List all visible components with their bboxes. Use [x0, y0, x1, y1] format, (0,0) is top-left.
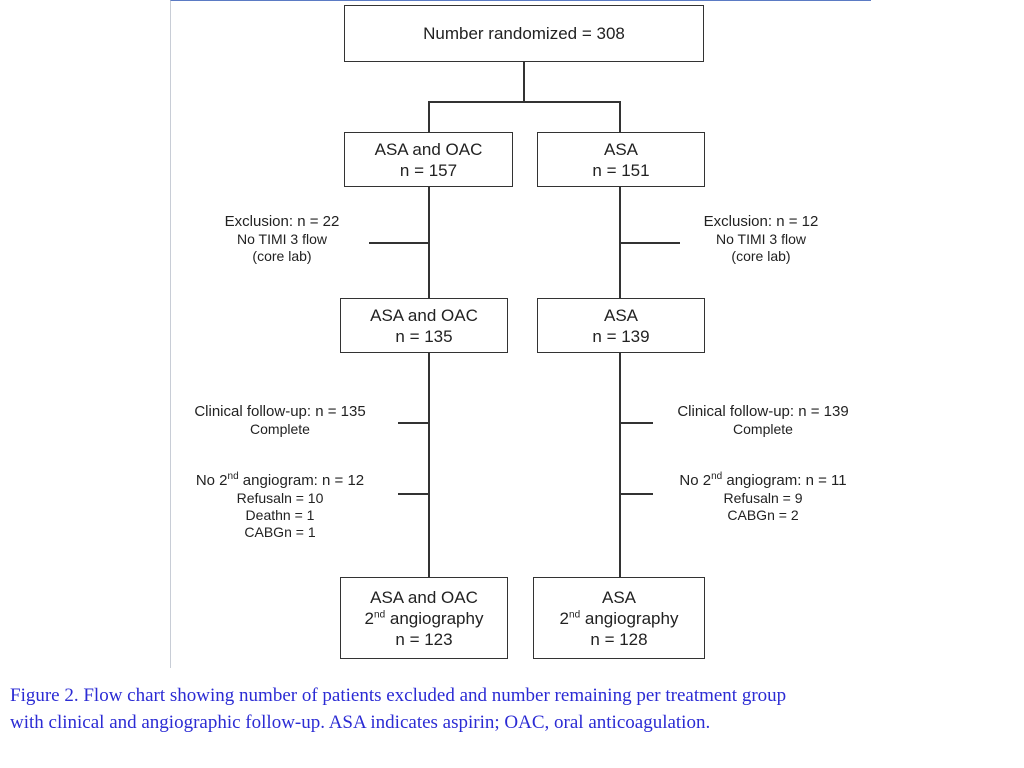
- right-stage1-count: n = 151: [592, 160, 650, 180]
- connector-left-followup-tick: [398, 422, 429, 424]
- right-followup-title: Clinical follow-up: n = 139: [677, 403, 849, 420]
- figure-caption: Figure 2. Flow chart showing number of p…: [10, 682, 1010, 736]
- connector-left-noangio-tick: [398, 493, 429, 495]
- connector-left-trunk-1: [428, 187, 430, 298]
- left-exclusion-note: Exclusion: n = 22 No TIMI 3 flow (core l…: [196, 213, 368, 265]
- left-followup-status: Complete: [250, 421, 310, 437]
- left-followup-note: Clinical follow-up: n = 135 Complete: [172, 403, 388, 438]
- left-stage2-group: ASA and OAC: [370, 305, 478, 325]
- right-noangio-title-pre: No 2: [679, 472, 712, 489]
- left-stage2-count: n = 135: [395, 326, 453, 346]
- randomized-box: Number randomized = 308: [344, 5, 704, 62]
- right-noangio-title-post: angiogram: n = 11: [722, 472, 847, 489]
- connector-right-drop: [619, 101, 621, 132]
- randomized-label: Number randomized = 308: [423, 24, 625, 43]
- right-final-group: ASA: [601, 587, 637, 607]
- reason-value: n = 9: [770, 490, 803, 506]
- right-noangio-title: No 2nd angiogram: n = 11: [654, 472, 872, 490]
- connector-right-noangio-tick: [620, 493, 653, 495]
- reason-value: n = 2: [767, 507, 799, 523]
- figure-caption-line-2: with clinical and angiographic follow-up…: [10, 712, 711, 733]
- left-final-ordinal: 2: [364, 608, 375, 628]
- connector-right-followup-tick: [620, 422, 653, 424]
- reason-label: Refusal: [236, 490, 285, 506]
- left-exclusion-source: (core lab): [252, 248, 312, 264]
- left-noangio-reason: CABGn = 1: [172, 524, 388, 541]
- right-stage2-group: ASA: [603, 305, 639, 325]
- reason-label: Death: [245, 507, 283, 523]
- connector-left-drop: [428, 101, 430, 132]
- reason-label: CABG: [727, 507, 768, 523]
- left-final-ordinal-suffix: nd: [374, 608, 386, 620]
- right-noangio-note: No 2nd angiogram: n = 11 Refusaln = 9 CA…: [654, 472, 872, 524]
- connector-left-exclusion-tick: [369, 242, 429, 244]
- right-exclusion-reason: No TIMI 3 flow: [716, 231, 806, 247]
- right-followup-status: Complete: [733, 421, 793, 437]
- left-noangio-title-sup: nd: [227, 471, 239, 482]
- right-noangio-title-sup: nd: [711, 471, 723, 482]
- left-noangio-title-post: angiogram: n = 12: [238, 472, 365, 489]
- right-final-ordinal: 2: [559, 608, 570, 628]
- right-stage2-box: ASA n = 139: [537, 298, 705, 353]
- right-final-angiography-word: angiography: [580, 608, 679, 628]
- left-noangio-title: No 2nd angiogram: n = 12: [172, 472, 388, 490]
- connector-right-exclusion-tick: [620, 242, 680, 244]
- connector-left-trunk-2: [428, 353, 430, 577]
- left-final-angiography: 2nd angiography: [365, 608, 484, 629]
- reason-value: n = 10: [284, 490, 324, 506]
- connector-right-trunk-2: [619, 353, 621, 577]
- right-final-count: n = 128: [590, 629, 648, 649]
- reason-label: Refusal: [723, 490, 771, 506]
- right-stage2-count: n = 139: [592, 326, 650, 346]
- left-stage1-box: ASA and OAC n = 157: [344, 132, 513, 187]
- left-final-box: ASA and OAC 2nd angiography n = 123: [340, 577, 508, 659]
- left-stage2-box: ASA and OAC n = 135: [340, 298, 508, 353]
- flowchart-panel: [170, 0, 871, 668]
- right-stage1-group: ASA: [603, 139, 639, 159]
- right-final-angiography: 2nd angiography: [560, 608, 679, 629]
- left-exclusion-title: Exclusion: n = 22: [224, 213, 340, 230]
- figure-caption-line-1: Figure 2. Flow chart showing number of p…: [10, 685, 787, 706]
- reason-label: CABG: [244, 524, 285, 540]
- right-exclusion-title: Exclusion: n = 12: [703, 213, 819, 230]
- right-stage1-box: ASA n = 151: [537, 132, 705, 187]
- left-final-group: ASA and OAC: [370, 587, 478, 607]
- left-noangio-reason: Deathn = 1: [172, 507, 388, 524]
- left-stage1-group: ASA and OAC: [374, 139, 483, 159]
- right-noangio-reason: Refusaln = 9: [654, 490, 872, 507]
- left-exclusion-reason: No TIMI 3 flow: [237, 231, 327, 247]
- left-noangio-reason: Refusaln = 10: [172, 490, 388, 507]
- right-exclusion-note: Exclusion: n = 12 No TIMI 3 flow (core l…: [680, 213, 842, 265]
- left-noangio-title-pre: No 2: [195, 472, 228, 489]
- connector-split-horizontal: [428, 101, 621, 103]
- right-exclusion-source: (core lab): [731, 248, 791, 264]
- left-final-angiography-word: angiography: [385, 608, 484, 628]
- right-final-ordinal-suffix: nd: [569, 608, 581, 620]
- left-noangio-note: No 2nd angiogram: n = 12 Refusaln = 10 D…: [172, 472, 388, 541]
- connector-top-vertical: [523, 62, 525, 102]
- left-followup-title: Clinical follow-up: n = 135: [194, 403, 366, 420]
- left-stage1-count: n = 157: [399, 160, 458, 180]
- right-noangio-reason: CABGn = 2: [654, 507, 872, 524]
- reason-value: n = 1: [284, 524, 316, 540]
- right-final-box: ASA 2nd angiography n = 128: [533, 577, 705, 659]
- right-followup-note: Clinical follow-up: n = 139 Complete: [654, 403, 872, 438]
- reason-value: n = 1: [282, 507, 315, 523]
- left-final-count: n = 123: [395, 629, 453, 649]
